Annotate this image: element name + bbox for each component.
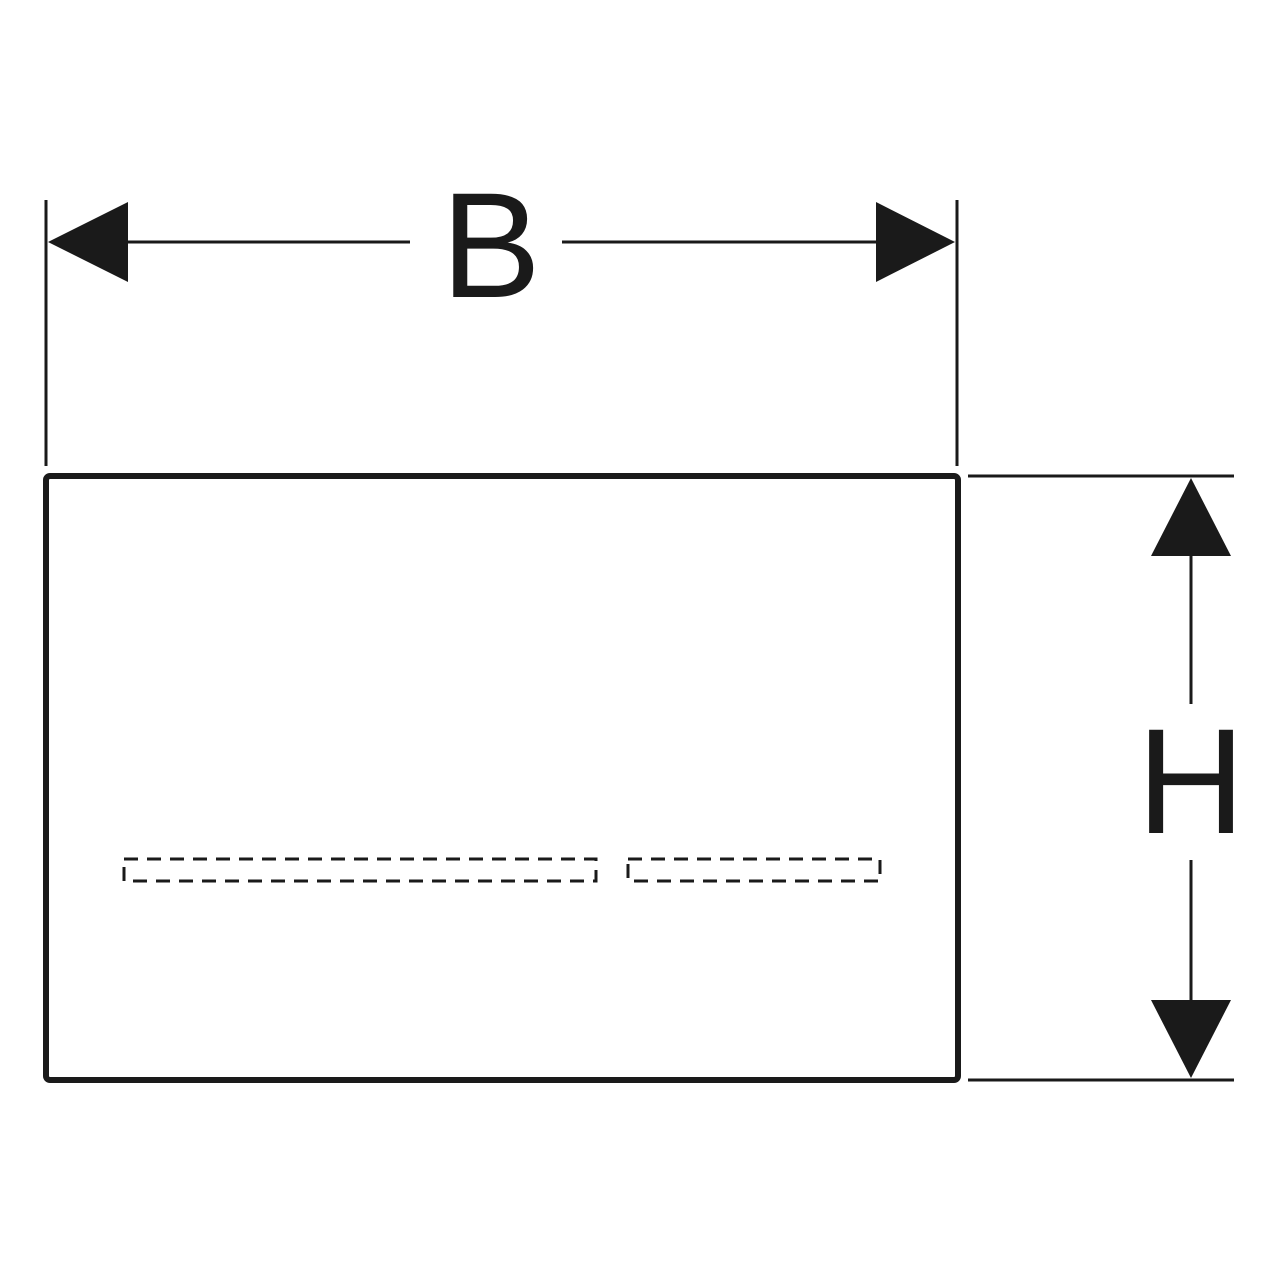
plate-outline	[43, 473, 961, 1083]
dashed-button-left	[122, 857, 598, 883]
arrowhead-up-icon	[1151, 478, 1231, 556]
arrowhead-left-icon	[48, 202, 128, 282]
dashed-button-right	[626, 857, 882, 883]
width-dimension: B	[44, 161, 959, 466]
width-label: B	[441, 161, 541, 329]
height-dimension: H	[968, 474, 1245, 1082]
arrowhead-right-icon	[876, 202, 955, 282]
height-label: H	[1137, 697, 1245, 865]
arrowhead-down-icon	[1151, 1000, 1231, 1078]
